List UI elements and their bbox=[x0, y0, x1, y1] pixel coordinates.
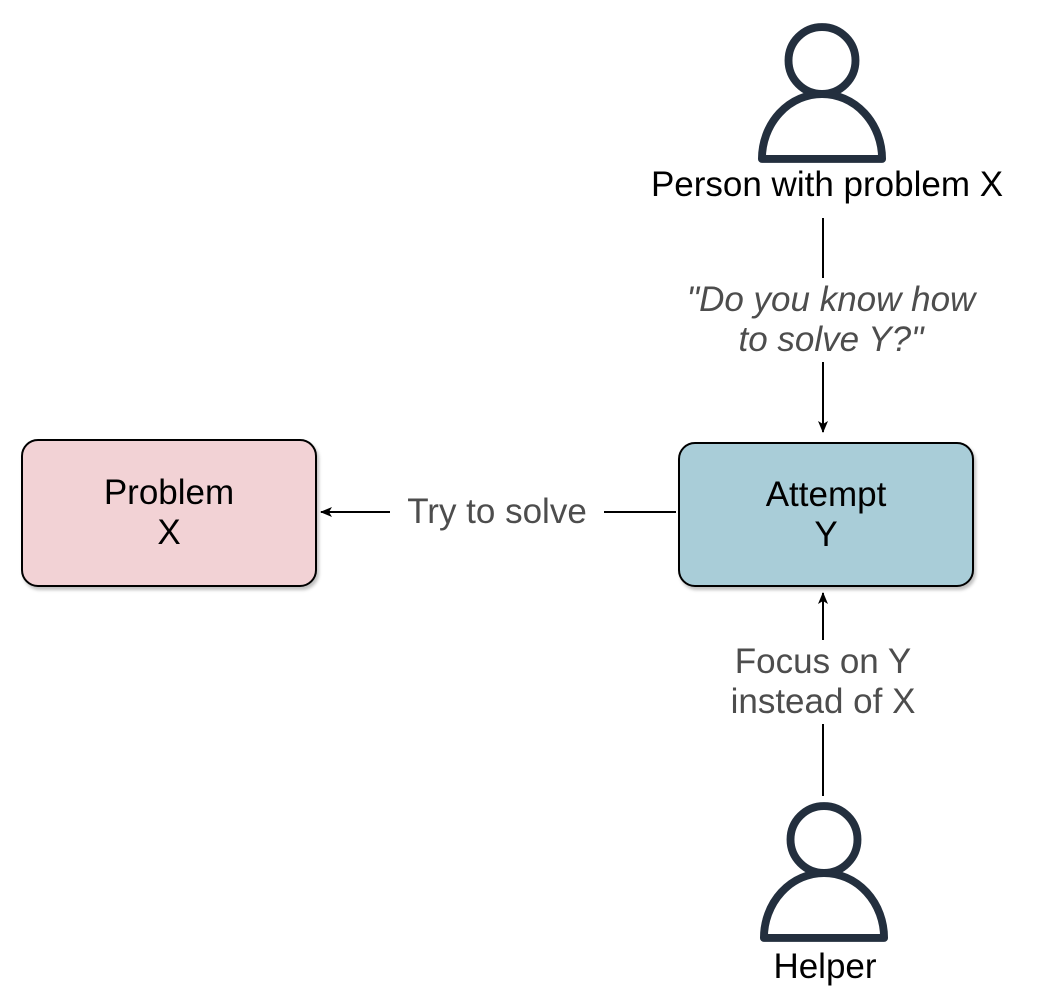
node-problem-x-line2: X bbox=[157, 513, 181, 552]
edge-label-question-line2: to solve Y?" bbox=[738, 320, 924, 359]
helper-person-icon bbox=[759, 802, 889, 942]
node-attempt-y: Attempt Y bbox=[678, 442, 974, 587]
person-head bbox=[784, 23, 860, 98]
requester-label: Person with problem X bbox=[650, 165, 1004, 204]
node-attempt-y-line1: Attempt bbox=[765, 474, 887, 514]
edge-label-try-to-solve: Try to solve bbox=[390, 492, 604, 532]
person-body bbox=[757, 90, 887, 163]
node-attempt-y-line2: Y bbox=[814, 514, 838, 554]
edge-label-question: "Do you know how to solve Y?" bbox=[621, 278, 1041, 362]
helper-label: Helper bbox=[773, 947, 877, 986]
node-problem-x: Problem X bbox=[21, 439, 317, 587]
edge-label-focus-line2: instead of X bbox=[730, 682, 916, 721]
node-problem-x-line1: Problem bbox=[103, 473, 235, 512]
edge-label-focus-line1: Focus on Y bbox=[734, 642, 912, 681]
person-icon bbox=[757, 23, 887, 163]
edge-label-focus: Focus on Y instead of X bbox=[705, 640, 941, 724]
person-body bbox=[759, 869, 889, 942]
person-head bbox=[786, 802, 862, 877]
edge-label-question-line1: "Do you know how bbox=[686, 280, 976, 319]
